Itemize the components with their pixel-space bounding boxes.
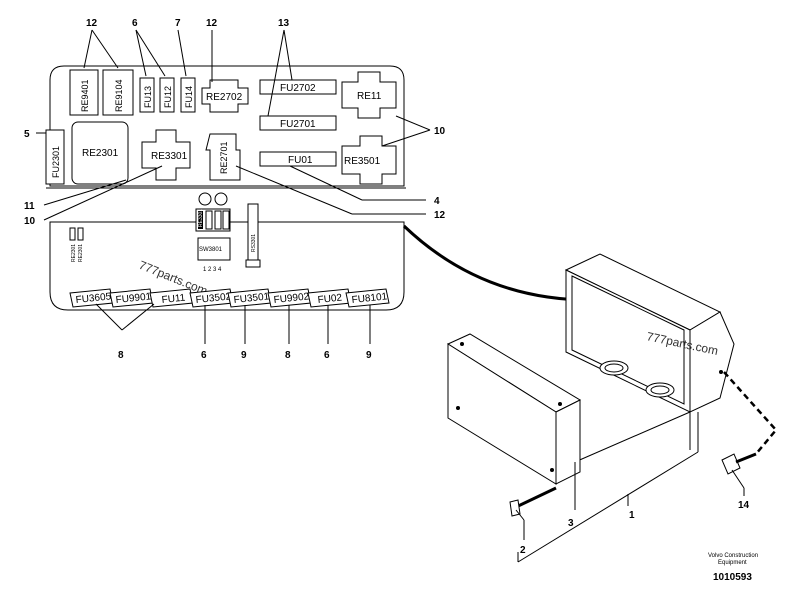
svg-text:RE2301: RE2301 <box>78 244 84 262</box>
svg-text:RE11: RE11 <box>357 91 382 102</box>
svg-text:FU3502: FU3502 <box>195 291 232 306</box>
svg-text:SW3801: SW3801 <box>199 247 223 253</box>
svg-text:RE2301: RE2301 <box>82 148 119 159</box>
small-diodes: RE2301 RE2301 <box>69 227 84 262</box>
svg-text:9: 9 <box>241 350 247 361</box>
svg-text:FU12: FU12 <box>163 86 173 108</box>
svg-text:FU3501: FU3501 <box>233 291 270 306</box>
electrical-box-housing <box>564 253 735 463</box>
relay-re9401: RE9401 <box>69 69 99 116</box>
svg-text:7: 7 <box>175 18 181 29</box>
drawing-number: 1010593 <box>713 572 752 583</box>
maker-sub: Equipment <box>718 560 747 566</box>
svg-text:RE2301: RE2301 <box>71 244 77 262</box>
svg-text:FU2701: FU2701 <box>280 119 316 130</box>
fuse-fu02: FU02 <box>307 288 352 308</box>
fuse-fu2702: FU2702 <box>259 79 337 95</box>
cable <box>402 224 591 302</box>
svg-text:4: 4 <box>434 196 440 207</box>
svg-text:9: 9 <box>366 350 372 361</box>
svg-text:3: 3 <box>568 518 574 529</box>
assembly-bracket <box>517 412 745 563</box>
electrical-board <box>46 65 406 311</box>
relay-re2701: RE2701 <box>205 133 241 181</box>
svg-text:RE3501: RE3501 <box>344 156 381 167</box>
led-indicators <box>198 192 228 206</box>
leader-lines <box>36 29 431 344</box>
svg-text:6: 6 <box>324 350 330 361</box>
svg-text:14: 14 <box>738 500 750 511</box>
svg-text:10: 10 <box>24 216 36 227</box>
svg-text:RE2701: RE2701 <box>219 141 229 174</box>
fuse-fu2701: FU2701 <box>259 115 337 131</box>
svg-text:12: 12 <box>434 210 446 221</box>
svg-text:FU13: FU13 <box>143 86 153 108</box>
terminal-block: RE3301 <box>195 208 231 232</box>
callout-numbers-lower: 2 3 1 14 <box>520 500 750 556</box>
footer-block: Volvo Construction Equipment 1010593 <box>708 553 758 583</box>
callout-numbers: 12 6 7 12 13 5 10 11 10 4 12 8 6 9 8 6 9 <box>24 18 446 361</box>
fuse-fu11: FU11 <box>149 288 194 308</box>
svg-text:12: 12 <box>86 18 98 29</box>
svg-text:FU14: FU14 <box>184 86 194 108</box>
svg-text:12: 12 <box>206 18 218 29</box>
svg-text:8: 8 <box>285 350 291 361</box>
svg-text:FU8101: FU8101 <box>351 291 388 306</box>
svg-text:RE9401: RE9401 <box>80 79 90 112</box>
fuse-fu13: FU13 <box>139 77 155 113</box>
svg-text:11: 11 <box>24 201 35 212</box>
svg-text:1 2 3 4: 1 2 3 4 <box>203 267 222 273</box>
bolt-14 <box>721 452 757 489</box>
svg-text:8: 8 <box>118 350 124 361</box>
fuse-fu01: FU01 <box>259 151 337 167</box>
svg-text:FU3605: FU3605 <box>75 291 112 306</box>
svg-text:FU9902: FU9902 <box>273 291 310 306</box>
svg-text:1: 1 <box>629 510 635 521</box>
fuse-fu3501: FU3501 <box>227 288 272 308</box>
electrical-box-lid <box>446 333 582 485</box>
resistor-rs3301: RS3301 <box>245 203 261 268</box>
fuse-fu12: FU12 <box>159 77 175 113</box>
svg-text:10: 10 <box>434 126 446 137</box>
svg-text:FU01: FU01 <box>288 155 313 166</box>
svg-text:FU11: FU11 <box>161 293 186 306</box>
assembly-dashed-line <box>723 371 778 455</box>
svg-text:RE3301: RE3301 <box>198 209 204 227</box>
svg-text:RE9104: RE9104 <box>114 79 124 112</box>
maker-name: Volvo Construction <box>708 553 758 559</box>
svg-text:RE2702: RE2702 <box>206 92 243 103</box>
svg-text:6: 6 <box>132 18 138 29</box>
fuse-fu2301: FU2301 <box>45 129 65 185</box>
fuse-fu9901: FU9901 <box>109 288 154 308</box>
switch-sw3801: SW3801 1 2 3 4 <box>197 237 231 273</box>
svg-text:2: 2 <box>520 545 526 556</box>
fuse-fu14: FU14 <box>180 77 196 113</box>
relay-re3301: RE3301 <box>141 129 191 181</box>
relay-re2702: RE2702 <box>201 79 249 113</box>
svg-text:RS3301: RS3301 <box>251 234 257 252</box>
svg-text:RE3301: RE3301 <box>151 151 188 162</box>
svg-text:5: 5 <box>24 129 30 140</box>
svg-text:6: 6 <box>201 350 207 361</box>
relay-re9104: RE9104 <box>102 69 134 116</box>
svg-text:FU9901: FU9901 <box>115 291 152 306</box>
svg-text:FU02: FU02 <box>317 292 343 306</box>
svg-text:FU2702: FU2702 <box>280 83 316 94</box>
relay-re2301: RE2301 <box>71 121 129 185</box>
svg-text:13: 13 <box>278 18 290 29</box>
fuse-fu8101: FU8101 <box>345 288 390 308</box>
fuse-fu3605: FU3605 <box>69 288 114 308</box>
relay-re3501: RE3501 <box>341 135 397 185</box>
fuse-fu9902: FU9902 <box>267 288 312 308</box>
fuse-fu3502: FU3502 <box>189 288 234 308</box>
screw-2 <box>509 486 557 521</box>
relay-re11: RE11 <box>341 71 397 119</box>
svg-text:FU2301: FU2301 <box>51 146 61 178</box>
